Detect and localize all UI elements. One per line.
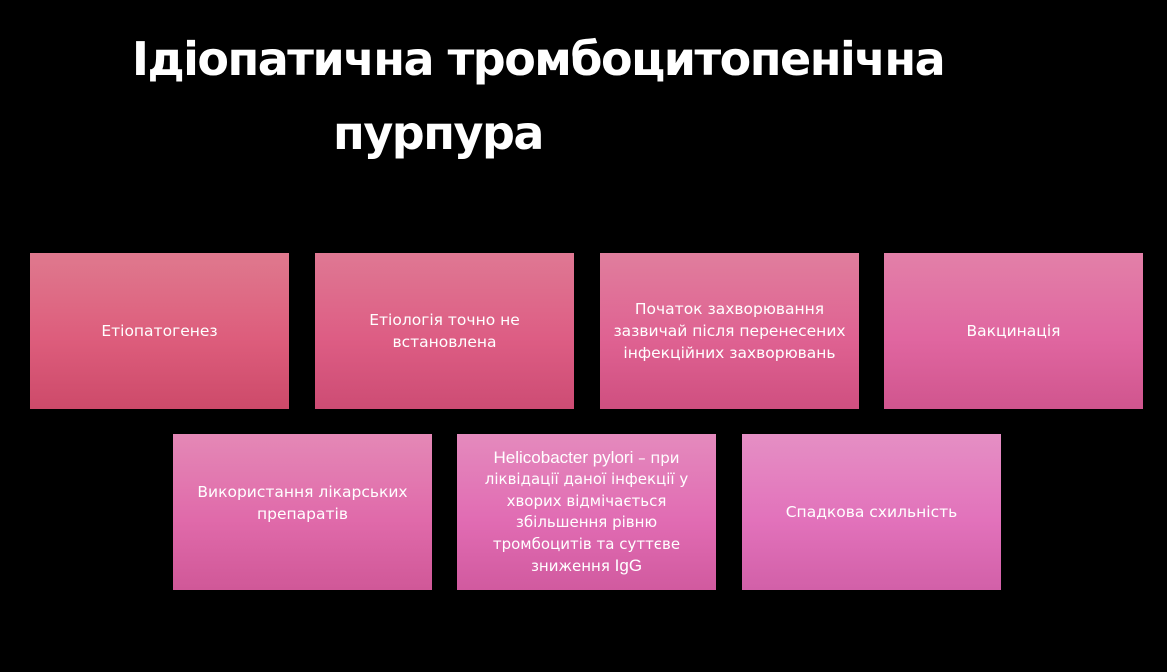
box-text-body: – при ліквідації даної інфекції у хворих… <box>484 448 689 576</box>
box-text: Етіологія точно не встановлена <box>369 311 520 351</box>
slide-title-line-1: Ідіопатична тромбоцитопенічна <box>131 32 946 86</box>
box-etiopathogenesis: Етіопатогенез <box>30 253 289 409</box>
box-text-igg: IgG <box>614 556 643 575</box>
box-helicobacter-pylori: Helicobacter pylori – при ліквідації дан… <box>457 434 716 590</box>
box-text: Спадкова схильність <box>785 503 958 521</box>
slide-title-line-2: пурпура <box>333 106 544 160</box>
box-text: Етіопатогенез <box>101 322 218 340</box>
box-drug-use: Використання лікарських препаратів <box>173 434 432 590</box>
box-vaccination: Вакцинація <box>884 253 1143 409</box>
box-text: Початок захворювання зазвичай після пере… <box>613 300 846 362</box>
box-etiology-unknown: Етіологія точно не встановлена <box>315 253 574 409</box>
box-text: Вакцинація <box>966 322 1061 340</box>
box-text-latin: Helicobacter pylori <box>493 447 634 467</box>
box-hereditary: Спадкова схильність <box>742 434 1001 590</box>
box-text: Використання лікарських препаратів <box>197 483 408 523</box>
box-onset-after-infection: Початок захворювання зазвичай після пере… <box>600 253 859 409</box>
box-text: Helicobacter pylori – при ліквідації дан… <box>465 447 708 578</box>
